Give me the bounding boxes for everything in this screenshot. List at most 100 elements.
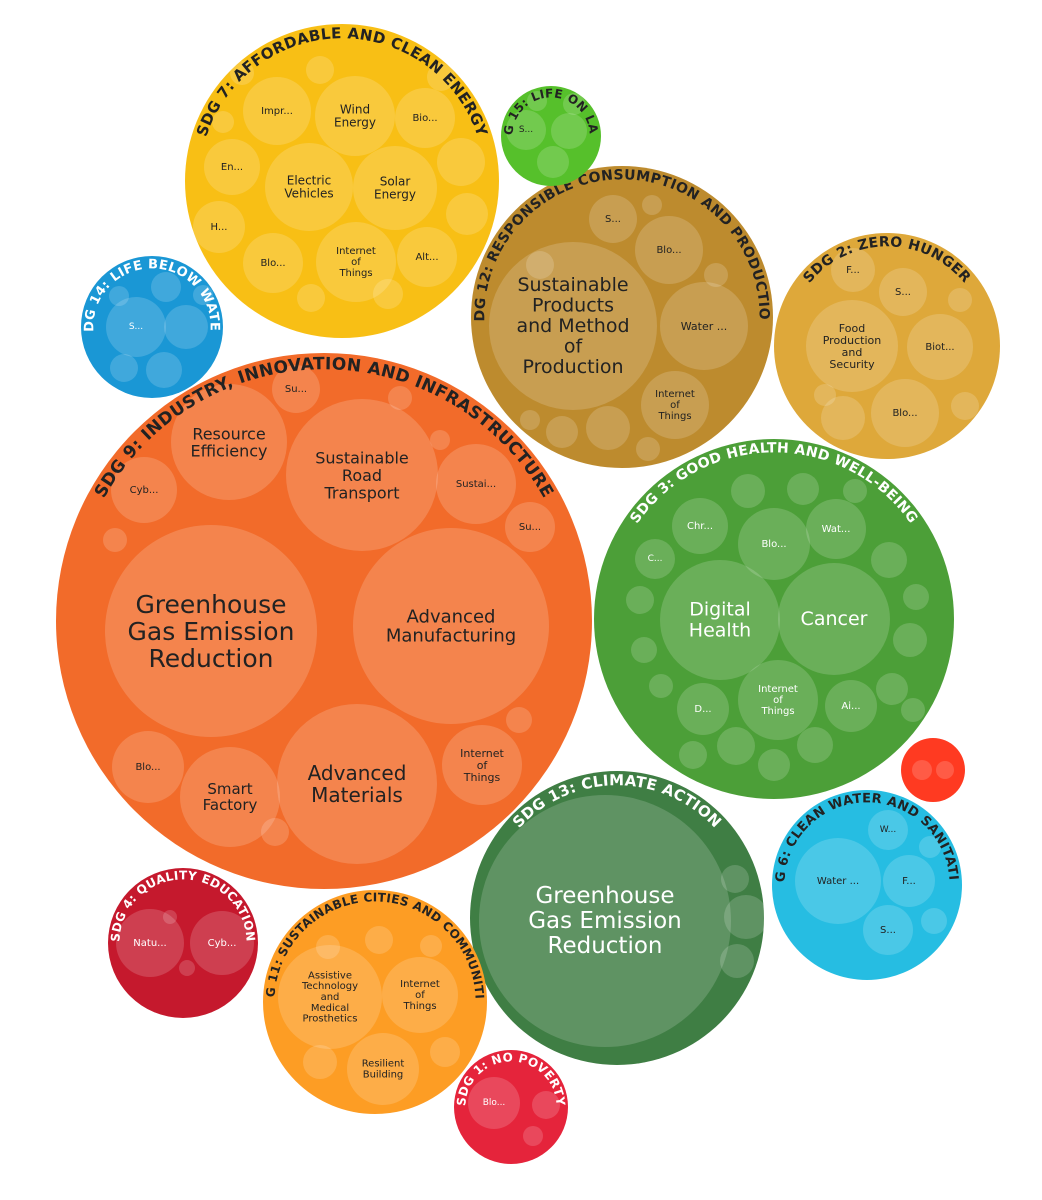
minor-topic-bubble[interactable] — [427, 63, 455, 91]
topic-bubble[interactable] — [505, 502, 555, 552]
minor-topic-bubble[interactable] — [921, 908, 947, 934]
minor-topic-bubble[interactable] — [523, 1126, 543, 1146]
minor-topic-bubble[interactable] — [316, 935, 340, 959]
minor-topic-bubble[interactable] — [724, 895, 768, 939]
minor-topic-bubble[interactable] — [430, 430, 450, 450]
minor-topic-bubble[interactable] — [365, 926, 393, 954]
topic-bubble[interactable] — [677, 683, 729, 735]
minor-topic-bubble[interactable] — [537, 146, 569, 178]
topic-bubble[interactable] — [589, 195, 637, 243]
topic-bubble[interactable] — [278, 945, 382, 1049]
minor-topic-bubble[interactable] — [179, 960, 195, 976]
topic-bubble[interactable] — [660, 282, 748, 370]
topic-bubble[interactable] — [193, 201, 245, 253]
minor-topic-bubble[interactable] — [843, 479, 867, 503]
topic-bubble[interactable] — [397, 227, 457, 287]
topic-bubble[interactable] — [277, 704, 437, 864]
minor-topic-bubble[interactable] — [110, 354, 138, 382]
minor-topic-bubble[interactable] — [903, 584, 929, 610]
topic-bubble[interactable] — [347, 1033, 419, 1105]
topic-bubble[interactable] — [468, 1077, 520, 1129]
topic-bubble[interactable] — [738, 660, 818, 740]
minor-topic-bubble[interactable] — [506, 707, 532, 733]
topic-bubble[interactable] — [286, 399, 438, 551]
minor-topic-bubble[interactable] — [546, 416, 578, 448]
minor-topic-bubble[interactable] — [297, 284, 325, 312]
topic-bubble[interactable] — [265, 143, 353, 231]
topic-bubble[interactable] — [738, 508, 810, 580]
minor-topic-bubble[interactable] — [163, 910, 177, 924]
minor-topic-bubble[interactable] — [563, 93, 585, 115]
topic-bubble[interactable] — [879, 268, 927, 316]
topic-bubble[interactable] — [868, 810, 908, 850]
topic-bubble[interactable] — [442, 725, 522, 805]
minor-topic-bubble[interactable] — [520, 410, 540, 430]
topic-bubble[interactable] — [660, 560, 780, 680]
topic-bubble[interactable] — [395, 88, 455, 148]
minor-topic-bubble[interactable] — [893, 623, 927, 657]
minor-topic-bubble[interactable] — [230, 61, 254, 85]
minor-topic-bubble[interactable] — [814, 384, 836, 406]
topic-bubble[interactable] — [506, 110, 546, 150]
minor-topic-bubble[interactable] — [717, 727, 755, 765]
minor-topic-bubble[interactable] — [912, 760, 932, 780]
minor-topic-bubble[interactable] — [720, 944, 754, 978]
minor-topic-bubble[interactable] — [626, 586, 654, 614]
minor-topic-bubble[interactable] — [631, 637, 657, 663]
minor-topic-bubble[interactable] — [758, 749, 790, 781]
minor-topic-bubble[interactable] — [901, 698, 925, 722]
topic-bubble[interactable] — [315, 76, 395, 156]
topic-bubble[interactable] — [635, 539, 675, 579]
minor-topic-bubble[interactable] — [532, 1091, 560, 1119]
group-bubble[interactable] — [263, 890, 487, 1114]
minor-topic-bubble[interactable] — [797, 727, 833, 763]
minor-topic-bubble[interactable] — [388, 386, 412, 410]
group-bubble[interactable] — [471, 166, 773, 468]
topic-bubble[interactable] — [171, 384, 287, 500]
topic-bubble[interactable] — [883, 855, 935, 907]
minor-topic-bubble[interactable] — [151, 272, 181, 302]
topic-bubble[interactable] — [863, 905, 913, 955]
minor-topic-bubble[interactable] — [787, 473, 819, 505]
topic-bubble[interactable] — [795, 838, 881, 924]
topic-bubble[interactable] — [180, 747, 280, 847]
topic-bubble[interactable] — [907, 314, 973, 380]
topic-bubble[interactable] — [672, 498, 728, 554]
minor-topic-bubble[interactable] — [721, 865, 749, 893]
minor-topic-bubble[interactable] — [649, 674, 673, 698]
topic-bubble[interactable] — [204, 139, 260, 195]
topic-bubble[interactable] — [106, 297, 166, 357]
topic-bubble[interactable] — [353, 146, 437, 230]
minor-topic-bubble[interactable] — [103, 528, 127, 552]
minor-topic-bubble[interactable] — [586, 406, 630, 450]
minor-topic-bubble[interactable] — [164, 305, 208, 349]
minor-topic-bubble[interactable] — [446, 193, 488, 235]
topic-bubble[interactable] — [871, 379, 939, 447]
minor-topic-bubble[interactable] — [731, 474, 765, 508]
topic-bubble[interactable] — [825, 680, 877, 732]
topic-bubble[interactable] — [778, 563, 890, 675]
minor-topic-bubble[interactable] — [636, 437, 660, 461]
topic-bubble[interactable] — [436, 444, 516, 524]
minor-topic-bubble[interactable] — [948, 288, 972, 312]
topic-bubble[interactable] — [831, 248, 875, 292]
minor-topic-bubble[interactable] — [871, 542, 907, 578]
group-bubble[interactable] — [185, 24, 499, 338]
minor-topic-bubble[interactable] — [821, 396, 865, 440]
topic-bubble[interactable] — [806, 499, 866, 559]
topic-bubble[interactable] — [806, 300, 898, 392]
topic-bubble[interactable] — [641, 371, 709, 439]
topic-bubble[interactable] — [116, 909, 184, 977]
topic-bubble[interactable] — [382, 957, 458, 1033]
minor-topic-bubble[interactable] — [437, 138, 485, 186]
topic-bubble[interactable] — [635, 216, 703, 284]
minor-topic-bubble[interactable] — [551, 113, 587, 149]
topic-bubble[interactable] — [243, 233, 303, 293]
topic-bubble[interactable] — [112, 731, 184, 803]
topic-bubble[interactable] — [316, 222, 396, 302]
topic-bubble[interactable] — [479, 795, 731, 1047]
minor-topic-bubble[interactable] — [704, 263, 728, 287]
minor-topic-bubble[interactable] — [951, 392, 979, 420]
topic-bubble[interactable] — [353, 528, 549, 724]
minor-topic-bubble[interactable] — [936, 761, 954, 779]
